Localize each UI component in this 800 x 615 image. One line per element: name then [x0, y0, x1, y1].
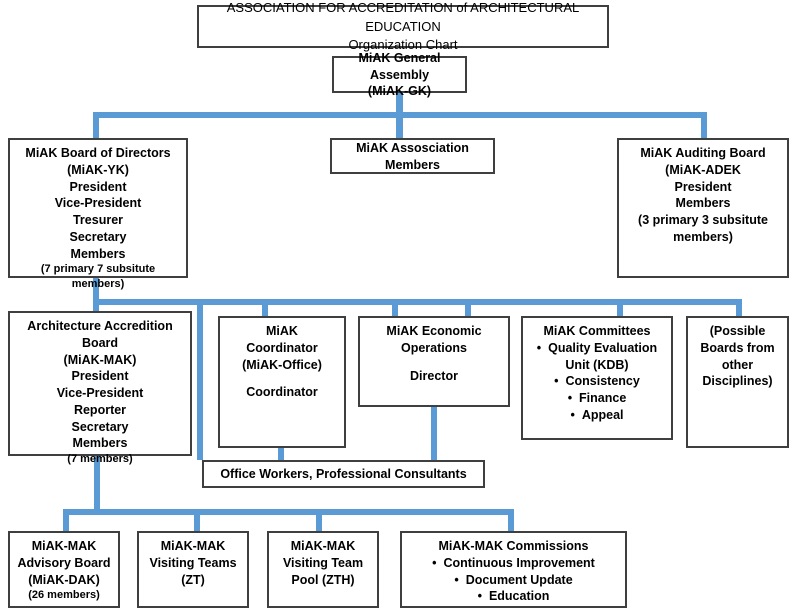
commissions-bullet-1: Continuous Improvement	[406, 555, 621, 572]
visiting-teams-line2: Visiting Teams	[149, 555, 237, 570]
node-possible-boards[interactable]: (Possible Boards from other Disciplines)	[686, 316, 789, 448]
node-visiting-teams[interactable]: MiAK-MAK Visiting Teams (ZT)	[137, 531, 249, 608]
economic-operations-line2: Operations	[401, 340, 467, 355]
auditing-board-line5: (3 primary 3 subsitute	[638, 213, 768, 227]
advisory-board-line2: Advisory Board	[17, 555, 111, 570]
node-coordinator[interactable]: MiAK Coordinator (MiAK-Office) Coordinat…	[218, 316, 346, 448]
node-advisory-board[interactable]: MiAK-MAK Advisory Board (MiAK-DAK) (26 m…	[8, 531, 120, 608]
coordinator-line4: Coordinator	[246, 385, 318, 400]
board-of-directors-line2: (MiAK-YK)	[67, 162, 129, 177]
advisory-board-note: (26 members)	[28, 589, 100, 602]
connector-row3-right-end	[736, 299, 742, 316]
node-general-assembly[interactable]: MiAK General Assembly (MiAK-GK)	[332, 51, 467, 98]
board-of-directors-note: (7 primary 7 subsitute members)	[40, 263, 156, 290]
connector-row2-left-drop	[93, 112, 99, 139]
connector-row4-drop-visiting-teams	[194, 509, 200, 531]
accreditation-board-note: (7 members)	[67, 453, 133, 465]
node-committees[interactable]: MiAK Committees Quality Evaluation Unit …	[521, 316, 673, 440]
node-accreditation-board[interactable]: Architecture Accredition Board (MiAK-MAK…	[8, 311, 192, 465]
visiting-teams-line1: MiAK-MAK	[160, 539, 226, 553]
node-economic-operations[interactable]: MiAK Economic Operations Director	[358, 316, 510, 407]
possible-boards-line3: other	[721, 357, 754, 372]
connector-row3-drop-possible	[617, 299, 623, 316]
economic-operations-line3: Director	[410, 368, 458, 383]
accreditation-board-line3: President	[71, 369, 129, 384]
association-members-line2: Members	[385, 157, 440, 172]
committees-bullet-list: Quality Evaluation Unit (KDB) Consistenc…	[527, 340, 667, 424]
commissions-bullet-list: Continuous Improvement Document Update E…	[406, 555, 621, 605]
connector-accreditation-down	[94, 456, 100, 511]
connector-board-down	[93, 277, 99, 301]
visiting-team-pool-line2: Visiting Team	[282, 555, 364, 570]
possible-boards-line1: (Possible	[709, 324, 766, 338]
commissions-bullet-3: Education	[406, 588, 621, 605]
connector-row4-drop-advisory	[63, 509, 69, 531]
possible-boards-line4: Disciplines)	[702, 374, 773, 389]
node-association-members[interactable]: MiAK Assosciation Members	[330, 138, 495, 174]
connector-row3-drop-committees	[465, 299, 471, 316]
association-members-line1: MiAK Assosciation	[356, 140, 469, 155]
connector-row2-mid-drop	[396, 112, 403, 139]
node-board-of-directors[interactable]: MiAK Board of Directors (MiAK-YK) Presid…	[8, 138, 188, 290]
connector-row4-bus	[63, 509, 514, 515]
coordinator-line2: Coordinator	[246, 340, 318, 355]
general-assembly-line1: MiAK General Assembly	[358, 50, 441, 82]
connector-row3-bus	[93, 299, 742, 305]
auditing-board-line2: (MiAK-ADEK	[665, 162, 741, 177]
board-of-directors-line3: President	[69, 179, 127, 194]
accreditation-board-line5: Reporter	[73, 402, 127, 417]
accreditation-board-line4: Vice-President	[56, 386, 144, 400]
committees-bullet-1: Quality Evaluation	[527, 340, 667, 357]
chart-title-line1: ASSOCIATION FOR ACCREDITATION of ARCHITE…	[226, 0, 580, 34]
committees-bullet-4: Appeal	[527, 407, 667, 424]
accreditation-board-line7: Members	[72, 436, 128, 451]
commissions-bullet-2: Document Update	[406, 572, 621, 589]
connector-row3-rail-office	[197, 299, 203, 460]
connector-row3-drop-coordinator	[262, 299, 268, 316]
board-of-directors-line7: Members	[70, 246, 126, 261]
auditing-board-line6: members)	[673, 229, 733, 244]
connector-row4-drop-commissions	[508, 509, 514, 531]
connector-economic-to-office	[431, 407, 437, 462]
possible-boards-line2: Boards from	[700, 340, 775, 355]
committees-bullet-1-cont: Unit (KDB)	[565, 357, 629, 372]
connector-row3-drop-economic	[392, 299, 398, 316]
coordinator-line1: MiAK	[266, 324, 298, 338]
committees-heading: MiAK Committees	[543, 324, 651, 338]
general-assembly-line2: (MiAK-GK)	[367, 84, 432, 99]
node-auditing-board[interactable]: MiAK Auditing Board (MiAK-ADEK President…	[617, 138, 789, 278]
connector-assembly-down	[396, 92, 403, 114]
chart-title-box: ASSOCIATION FOR ACCREDITATION of ARCHITE…	[197, 0, 609, 52]
committees-bullet-3: Finance	[527, 390, 667, 407]
visiting-team-pool-line1: MiAK-MAK	[290, 539, 356, 553]
economic-operations-line1: MiAK Economic	[386, 324, 482, 338]
advisory-board-line3: (MiAK-DAK)	[28, 572, 100, 587]
office-workers-label: Office Workers, Professional Consultants	[220, 467, 467, 482]
commissions-heading: MiAK-MAK Commissions	[438, 539, 589, 553]
node-visiting-team-pool[interactable]: MiAK-MAK Visiting Team Pool (ZTH)	[267, 531, 379, 608]
connector-row4-drop-visiting-pool	[316, 509, 322, 531]
node-commissions[interactable]: MiAK-MAK Commissions Continuous Improvem…	[400, 531, 627, 608]
auditing-board-line3: President	[674, 179, 732, 194]
chart-title-line2: Organization Chart	[348, 37, 458, 53]
auditing-board-line1: MiAK Auditing Board	[640, 146, 766, 160]
visiting-teams-line3: (ZT)	[181, 572, 205, 587]
connector-row3-drop-accreditation	[93, 299, 99, 313]
board-of-directors-line1: MiAK Board of Directors	[25, 146, 171, 160]
board-of-directors-line4: Vice-President	[54, 196, 142, 211]
board-of-directors-line5: Tresurer	[72, 213, 124, 227]
advisory-board-line1: MiAK-MAK	[31, 539, 97, 553]
connector-row2-right-drop	[701, 112, 707, 139]
accreditation-board-line1: Architecture Accredition Board	[27, 319, 173, 350]
board-of-directors-line6: Secretary	[69, 229, 127, 244]
coordinator-line3: (MiAK-Office)	[242, 357, 322, 372]
connector-coordinator-to-office	[278, 448, 284, 462]
auditing-board-line4: Members	[675, 196, 731, 211]
accreditation-board-line6: Secretary	[71, 419, 129, 434]
committees-bullet-2: Consistency	[527, 373, 667, 390]
visiting-team-pool-line3: Pool (ZTH)	[291, 572, 355, 587]
node-office-workers[interactable]: Office Workers, Professional Consultants	[202, 460, 485, 488]
accreditation-board-line2: (MiAK-MAK)	[63, 352, 137, 367]
